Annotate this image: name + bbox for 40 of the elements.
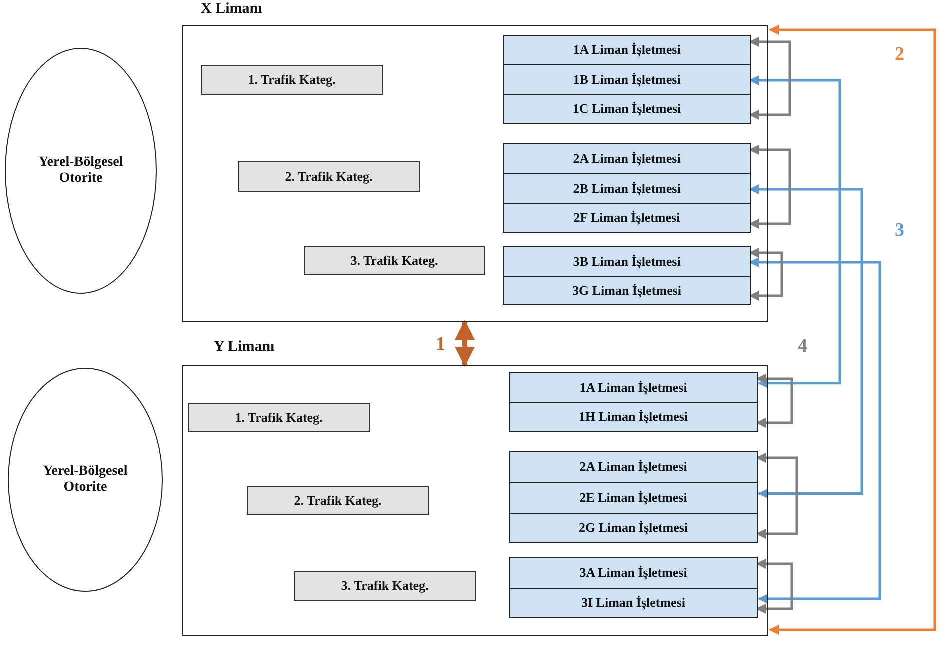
number-label: 3 — [895, 220, 904, 242]
operator-box: 1A Liman İşletmesi — [503, 35, 751, 65]
double-arrow — [749, 76, 842, 388]
double-arrow — [756, 559, 794, 614]
operator-box: 1A Liman İşletmesi — [509, 372, 758, 403]
operator-box: 2E Liman İşletmesi — [509, 482, 758, 514]
category-box: 2. Trafik Kateg. — [247, 486, 429, 515]
port-heading: X Limanı — [201, 1, 262, 18]
category-box: 3. Trafik Kateg. — [304, 246, 485, 275]
double-arrow — [769, 25, 936, 635]
operator-box: 3B Liman İşletmesi — [503, 246, 751, 277]
category-box: 1. Trafik Kateg. — [201, 65, 383, 95]
port-heading: Y Limanı — [214, 339, 275, 356]
operator-box: 3I Liman İşletmesi — [509, 588, 758, 618]
double-arrow — [756, 453, 798, 539]
operator-box: 2A Liman İşletmesi — [509, 451, 758, 483]
number-label: 4 — [798, 336, 808, 358]
double-arrow — [455, 320, 475, 367]
double-arrow — [756, 374, 794, 428]
double-arrow — [749, 37, 792, 120]
operator-box: 1B Liman İşletmesi — [503, 64, 751, 95]
number-label: 2 — [895, 44, 904, 66]
double-arrow — [749, 184, 864, 499]
operator-box: 2A Liman İşletmesi — [503, 143, 751, 174]
operator-box: 1H Liman İşletmesi — [509, 402, 758, 432]
category-box: 2. Trafik Kateg. — [238, 161, 420, 192]
double-arrow — [749, 248, 784, 301]
operator-box: 2G Liman İşletmesi — [509, 513, 758, 543]
operator-box: 3G Liman İşletmesi — [503, 276, 751, 305]
authority-ellipse: Yerel-Bölgesel Otorite — [5, 48, 157, 294]
operator-box: 3A Liman İşletmesi — [509, 557, 758, 589]
number-label: 1 — [436, 334, 446, 356]
operator-box: 1C Liman İşletmesi — [503, 94, 751, 124]
authority-ellipse: Yerel-Bölgesel Otorite — [8, 368, 163, 592]
operator-box: 2B Liman İşletmesi — [503, 173, 751, 204]
operator-box: 2F Liman İşletmesi — [503, 203, 751, 233]
double-arrow — [749, 145, 792, 229]
category-box: 3. Trafik Kateg. — [294, 571, 476, 601]
double-arrow — [749, 258, 882, 604]
category-box: 1. Trafik Kateg. — [188, 403, 370, 432]
